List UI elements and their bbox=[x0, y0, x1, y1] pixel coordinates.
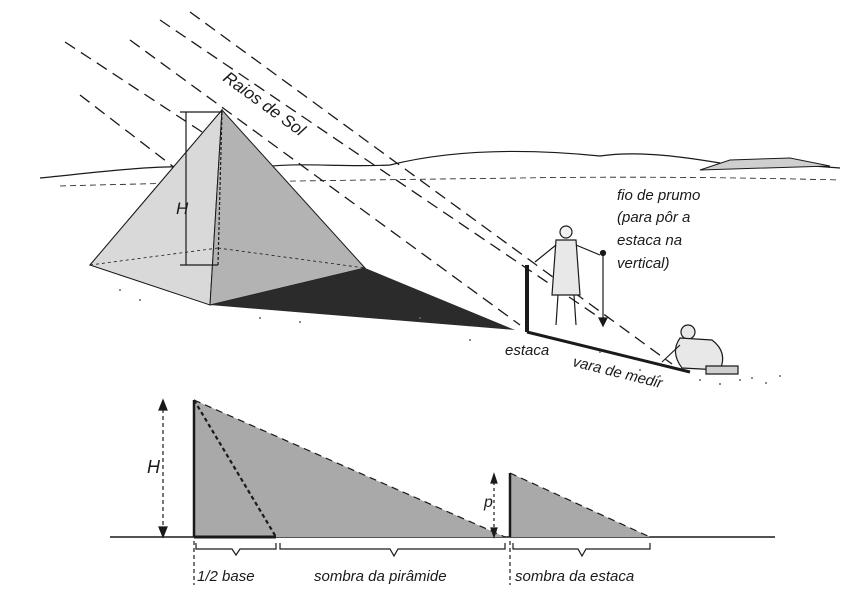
pyramid-height-label: H bbox=[176, 199, 189, 218]
pyramid bbox=[88, 108, 366, 306]
half-base-label: 1/2 base bbox=[197, 568, 255, 585]
distant-dune bbox=[699, 157, 831, 171]
diagram-height-label: H bbox=[147, 457, 161, 477]
stake-height-label: p bbox=[483, 494, 493, 511]
standing-figure bbox=[534, 225, 601, 326]
braces bbox=[195, 543, 651, 558]
stake-shadow-label: sombra da estaca bbox=[515, 568, 634, 585]
pyramid-front-face bbox=[89, 108, 223, 306]
plumb-line bbox=[598, 249, 608, 328]
tick-marks bbox=[193, 541, 511, 585]
height-arrow bbox=[158, 398, 168, 539]
ground-stipple bbox=[119, 289, 781, 385]
stake-height-arrow bbox=[490, 472, 498, 539]
rod-label: vara de medir bbox=[571, 353, 665, 392]
pyramid-shadow-label: sombra da pirâmide bbox=[314, 568, 447, 585]
pyramid-shadow bbox=[210, 268, 515, 330]
stake-triangle bbox=[508, 472, 651, 538]
plumb-note: fio de prumo (para pôr a estaca na verti… bbox=[617, 187, 705, 272]
pyramid-triangle bbox=[192, 399, 506, 539]
stake-label: estaca bbox=[505, 342, 549, 359]
crouching-figure bbox=[661, 324, 739, 375]
measuring-rod bbox=[526, 330, 691, 374]
pyramid-height-marker bbox=[180, 111, 223, 266]
